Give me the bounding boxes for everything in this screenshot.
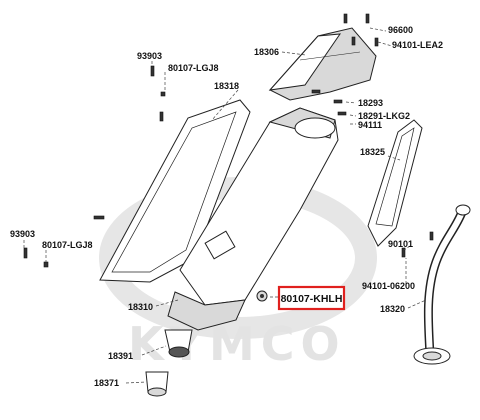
- label-80107-khlh[interactable]: 80107-KHLH: [281, 293, 343, 305]
- watermark-brand-text: KYMCO: [128, 317, 346, 371]
- label-18320: 18320: [380, 304, 405, 314]
- bolt: [343, 13, 348, 24]
- bracket-18325: [367, 119, 423, 247]
- label-18306: 18306: [254, 47, 279, 57]
- label-18291-lkg2: 18291-LKG2: [358, 111, 410, 121]
- bolt: [365, 13, 370, 24]
- heat-shield-18306: [268, 27, 377, 101]
- bolt: [374, 37, 379, 47]
- bolt: [333, 99, 343, 104]
- label-80107-lgj8-left: 80107-LGJ8: [42, 240, 93, 250]
- label-94101-lea2: 94101-LEA2: [392, 40, 443, 50]
- end-cap-18391: [164, 329, 193, 358]
- bolt: [93, 215, 105, 220]
- exhaust-pipe-18320: [413, 204, 471, 365]
- tip-18371: [145, 371, 169, 397]
- washer: [160, 91, 166, 97]
- label-96600: 96600: [388, 25, 413, 35]
- bolt: [337, 111, 347, 116]
- side-cover-18318: [99, 99, 251, 283]
- label-18371: 18371: [94, 378, 119, 388]
- label-93903-left: 93903: [10, 229, 35, 239]
- highlighted-part-callout[interactable]: 80107-KHLH: [277, 285, 346, 311]
- label-18293: 18293: [358, 98, 383, 108]
- bolt: [401, 247, 406, 258]
- label-94101-06200: 94101-06200: [362, 281, 415, 291]
- label-93903-top: 93903: [137, 51, 162, 61]
- label-80107-lgj8-top: 80107-LGJ8: [168, 63, 219, 73]
- washer: [43, 261, 49, 268]
- label-18318: 18318: [214, 81, 239, 91]
- bolt: [311, 89, 321, 94]
- muffler-body-18310: [167, 107, 339, 331]
- bolt: [351, 36, 356, 46]
- highlight-box[interactable]: [277, 285, 346, 311]
- label-18391: 18391: [108, 351, 133, 361]
- label-90101: 90101: [388, 239, 413, 249]
- bolt: [23, 247, 28, 259]
- leader-lines: [23, 27, 427, 384]
- label-94111: 94111: [358, 120, 382, 130]
- bolt: [150, 65, 155, 77]
- bolt: [159, 111, 164, 122]
- part-labels: 96600 94101-LEA2 18306 93903 80107-LGJ8 …: [10, 25, 443, 388]
- label-18325: 18325: [360, 147, 385, 157]
- nut-hole: [260, 294, 264, 298]
- bolt: [429, 231, 434, 241]
- label-18310: 18310: [128, 302, 153, 312]
